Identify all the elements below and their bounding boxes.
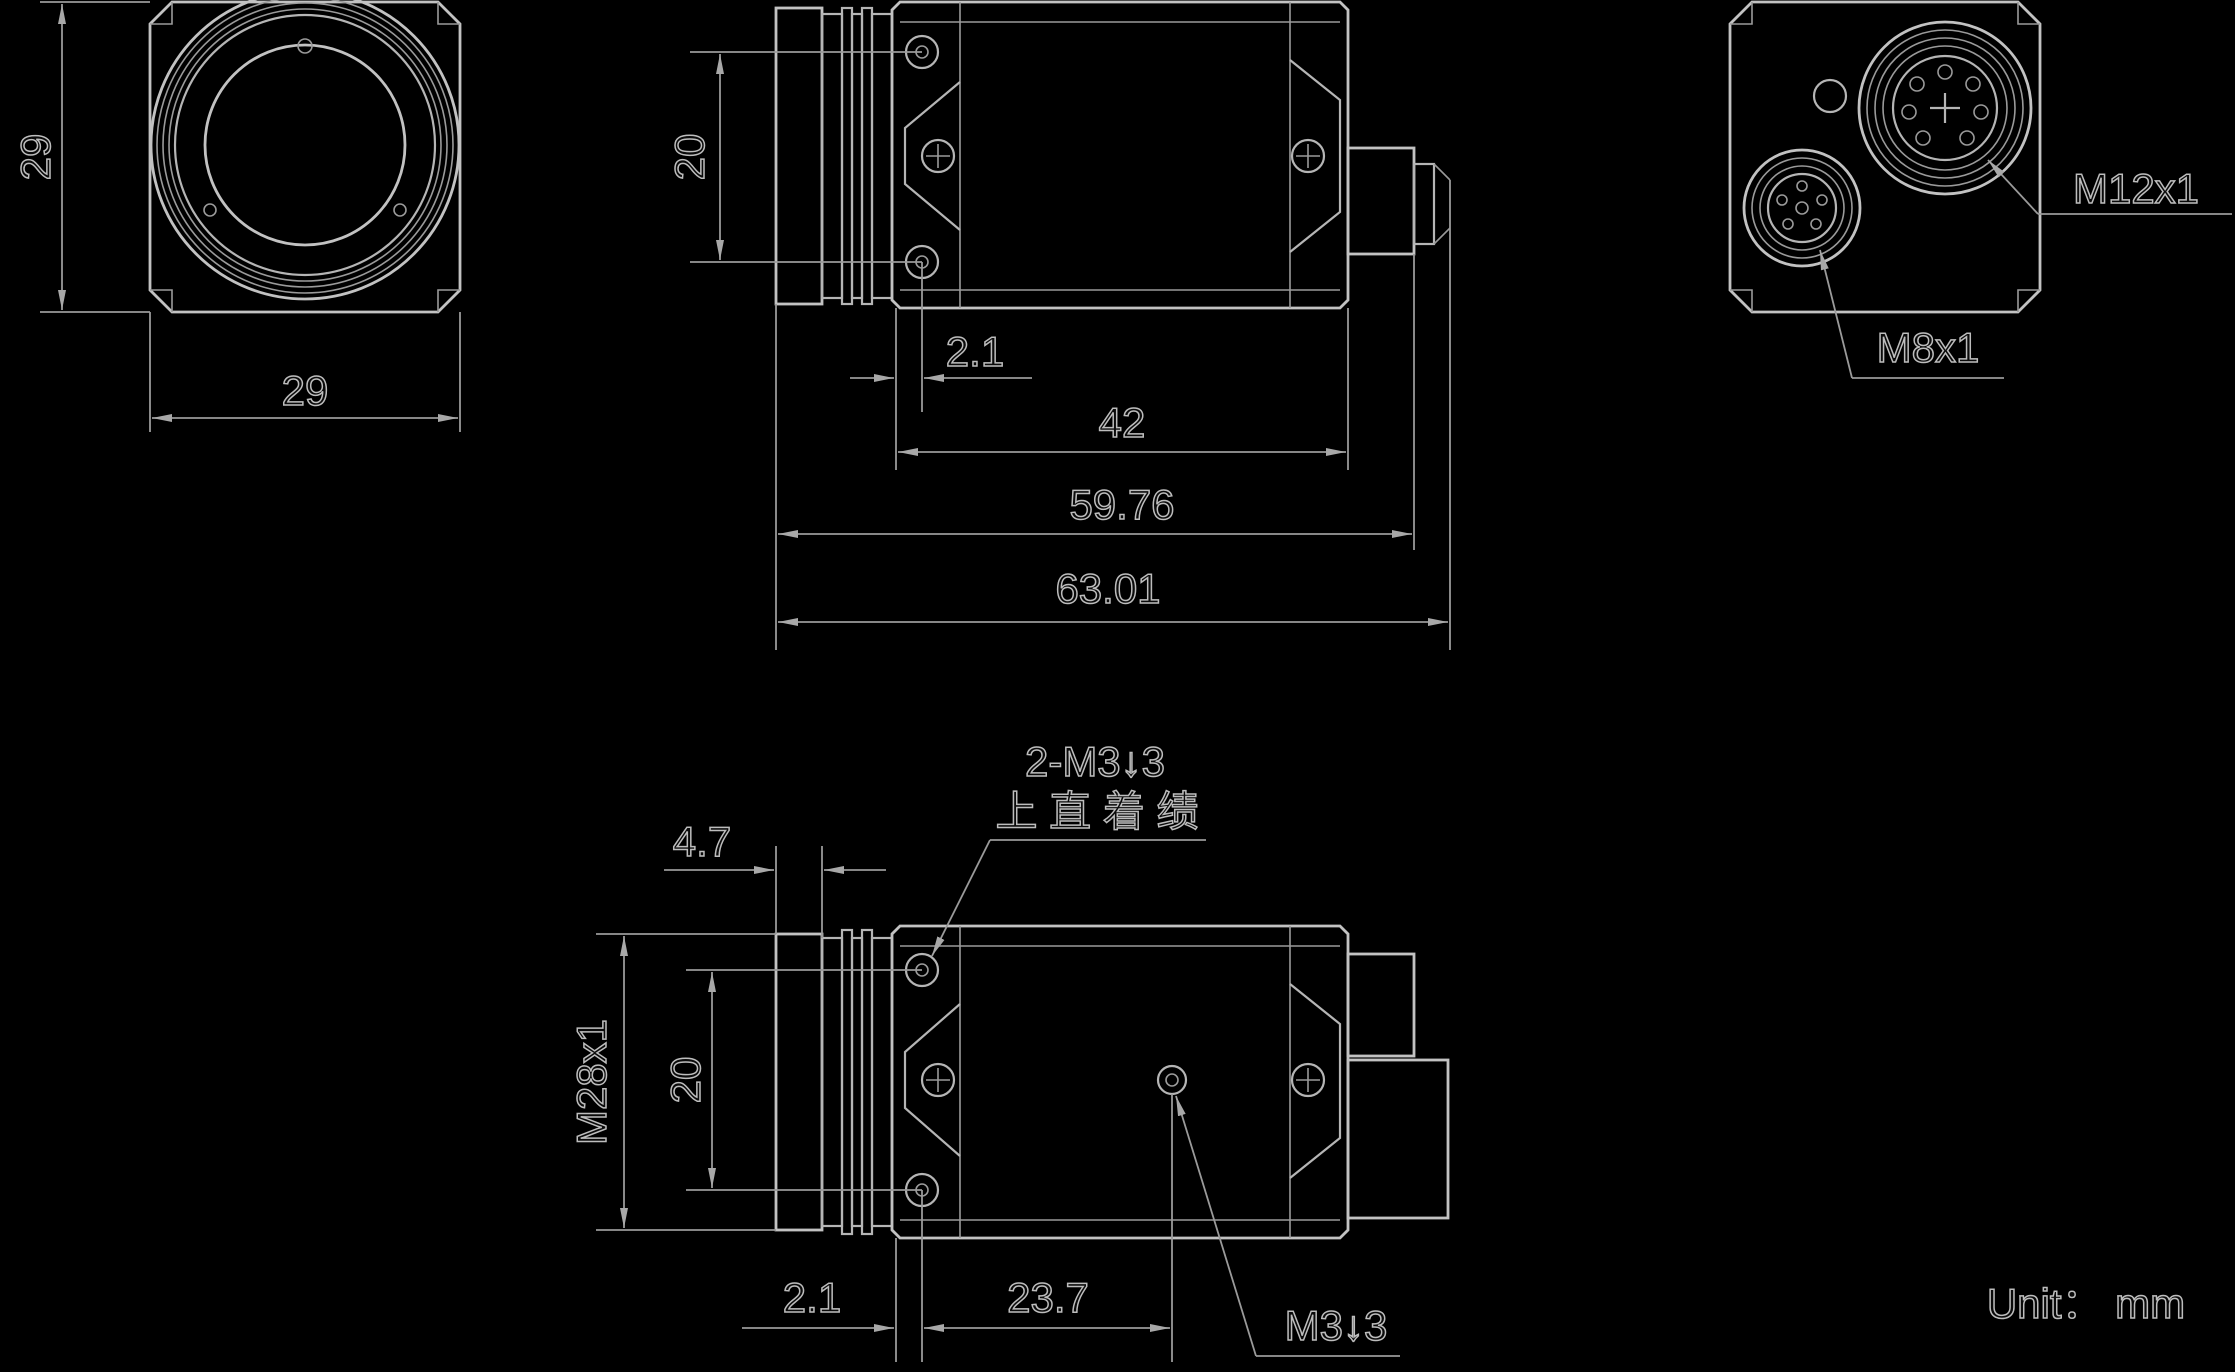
top-flange-dim: 2.1 [946, 328, 1004, 375]
front-height-dim: 29 [12, 134, 59, 181]
total-length-dim: 63.01 [1055, 565, 1160, 612]
rear-connector [1346, 146, 1416, 256]
mount-holes-note: 上 直 着 绩 [995, 788, 1198, 835]
m12-connector [1857, 20, 2033, 196]
bottom-single-hole [1156, 1064, 1188, 1096]
rear-view: M12x1 M8x1 [1728, 0, 2232, 379]
m12-label: M12x1 [2073, 165, 2199, 212]
lens-depth-dim: 4.7 [673, 818, 731, 865]
lens-screw-right [393, 203, 407, 217]
lens-ring-2 [156, 0, 454, 294]
side-bottom-body [890, 924, 1350, 1240]
lens-ring-5 [173, 13, 437, 277]
front-body-outline [148, 0, 462, 314]
m8-label: M8x1 [1877, 324, 1980, 371]
unit-note: Unit： mm [1987, 1280, 2185, 1327]
side-view-top: 20 2.1 42 59.76 63.01 [665, 0, 1451, 650]
rear-led-hole [1812, 78, 1848, 114]
bottom-connector-lower [1346, 1058, 1450, 1220]
m8-connector [1742, 148, 1862, 268]
lens-ring-4 [168, 8, 442, 282]
front-corner-marks [150, 2, 460, 312]
top-hole-spacing-dim: 20 [666, 134, 713, 181]
lens-ring-3 [162, 2, 448, 288]
length-with-connector-dim: 59.76 [1069, 481, 1174, 528]
hole-offset-dim: 23.7 [1007, 1274, 1089, 1321]
single-hole-label: M3↓3 [1285, 1302, 1388, 1349]
lens-screw-left [203, 203, 217, 217]
bottom-hole-spacing-dim: 20 [662, 1057, 709, 1104]
bottom-lens-mount [774, 932, 824, 1232]
thread-dim: M28x1 [568, 1019, 615, 1145]
side-top-body [890, 0, 1350, 310]
lens-aperture [203, 43, 407, 247]
front-width-dim: 29 [282, 367, 329, 414]
lens-screw-top [297, 38, 313, 54]
lens-ring-outer [149, 0, 461, 301]
bottom-connector-upper [1346, 952, 1416, 1058]
bottom-flange-dim: 2.1 [783, 1274, 841, 1321]
front-view: 29 29 [11, 0, 462, 432]
body-length-dim: 42 [1099, 399, 1146, 446]
mount-holes-label: 2-M3↓3 [1025, 738, 1165, 785]
side-view-bottom: 2-M3↓3 上 直 着 绩 4.7 M28x1 20 2.1 23.7 M3↓… [567, 737, 1450, 1362]
